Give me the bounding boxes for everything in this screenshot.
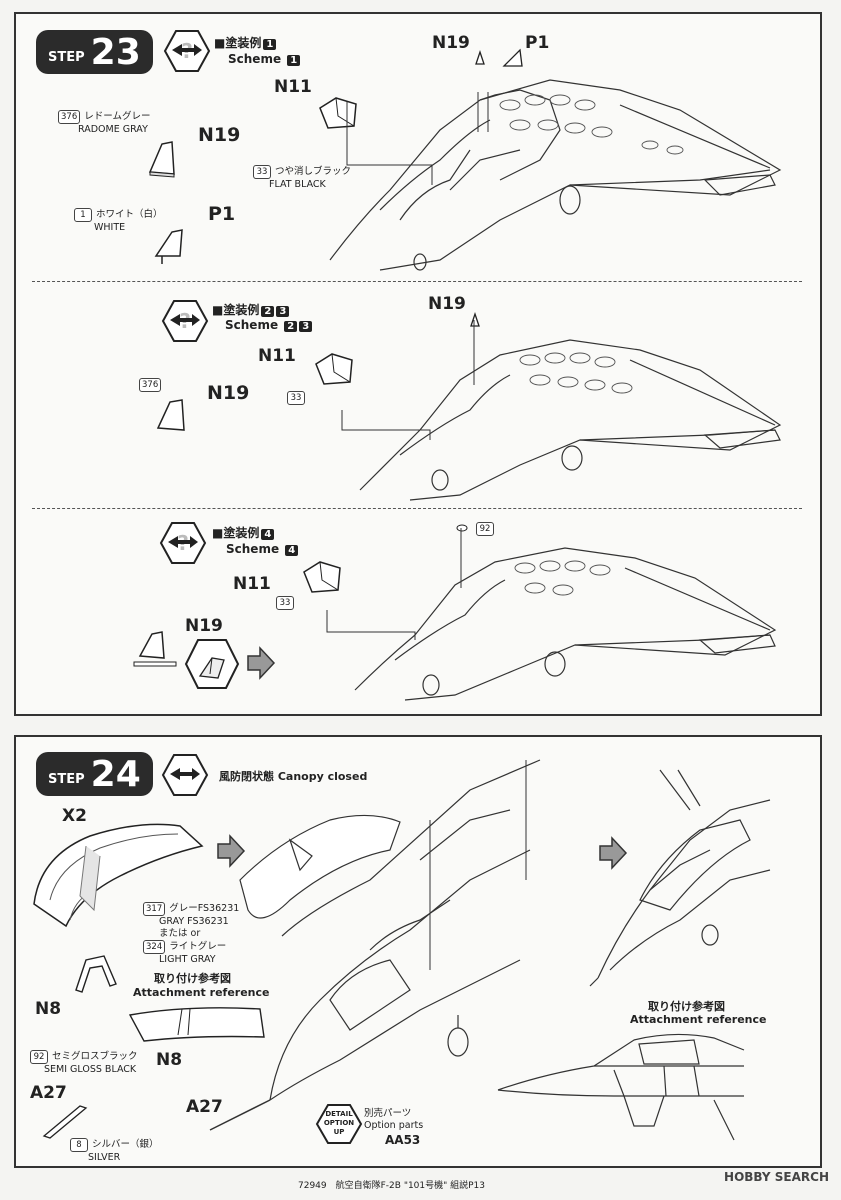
canopy-closed-note: 風防閉状態 Canopy closed [219,770,368,783]
step-23-panel [14,12,822,716]
paint-code-33: 33 [287,391,309,405]
paint-code-92: 92 [476,522,498,536]
attach-ref-jp-left: 取り付け参考図 [154,972,231,985]
page-footer: 72949 航空自衛隊F-2B "101号機" 組説P13 [298,1181,486,1191]
a27-pitot-part [42,1105,88,1139]
part-n11-2: N11 [258,346,296,366]
n19-antenna-part-3 [133,631,177,667]
p1-top-part [502,48,523,67]
flip-direction-icon [161,754,209,796]
sanding-detail-icon [184,639,240,689]
n11-hud-part-2 [315,353,353,385]
arrow-right-icon [599,836,628,870]
part-n19-side-2: N19 [207,382,250,404]
attach-ref-en-left: Attachment reference [133,986,270,999]
canopy-frame-n8-part [75,955,117,993]
paint-code-33-3: 33 [276,596,298,610]
divider-1 [32,281,802,282]
part-n8: N8 [35,999,62,1019]
step-23-badge: STEP 23 [36,30,153,74]
option-parts-code: AA53 [385,1133,421,1147]
aircraft-side-attachment-view [497,1033,745,1141]
n19-antenna-part [148,141,175,178]
aircraft-cockpit-view-3 [326,528,777,701]
step-number: 24 [90,753,141,795]
small-part-92 [456,524,468,532]
watermark: HOBBY SEARCH [724,1170,829,1184]
part-n19-side: N19 [198,124,241,146]
divider-2 [32,508,802,509]
part-n11-3: N11 [233,574,271,594]
part-p1-top: P1 [525,33,550,53]
attach-ref-jp-right: 取り付け参考図 [648,1000,725,1013]
flip-direction-icon: ? [161,300,209,342]
detail-option-up-badge [315,1104,363,1144]
step-number: 23 [90,31,141,73]
n19-antenna-part-2 [156,399,185,431]
flip-direction-icon: ? [163,30,211,72]
scheme-1-en: Scheme 1 [228,52,301,66]
step-24-badge: STEP 24 [36,752,153,796]
n19-top-part [475,49,485,65]
paint-code-376: 376 [139,378,165,392]
step-label: STEP [48,49,85,65]
attach-ref-en-right: Attachment reference [630,1013,767,1026]
flip-direction-icon: ? [159,522,207,564]
p1-antenna-part [154,229,183,264]
part-n19-3: N19 [185,616,223,636]
scheme-4-en: Scheme 4 [226,542,299,556]
part-n19-top: N19 [432,33,470,53]
part-a27-main: A27 [186,1097,223,1117]
aircraft-canopy-closed-view [589,769,771,987]
part-x2: X2 [62,806,87,826]
part-n11: N11 [274,77,312,97]
n11-hud-part-3 [303,561,341,593]
arrow-right-icon [217,834,246,868]
part-a27-left: A27 [30,1083,67,1103]
aircraft-front-view [209,759,541,1131]
part-n19-top-2: N19 [428,294,466,314]
canopy-x2-part [33,823,204,928]
part-p1-side: P1 [208,203,236,225]
canopy-attachment-ref [128,1007,265,1042]
arrow-right-icon [247,646,276,680]
n19-top-part-2 [470,311,480,327]
aircraft-cockpit-view-2 [341,320,782,501]
aircraft-cockpit-view-1 [329,79,782,271]
part-n8-ref: N8 [156,1050,183,1070]
step-label: STEP [48,771,85,787]
